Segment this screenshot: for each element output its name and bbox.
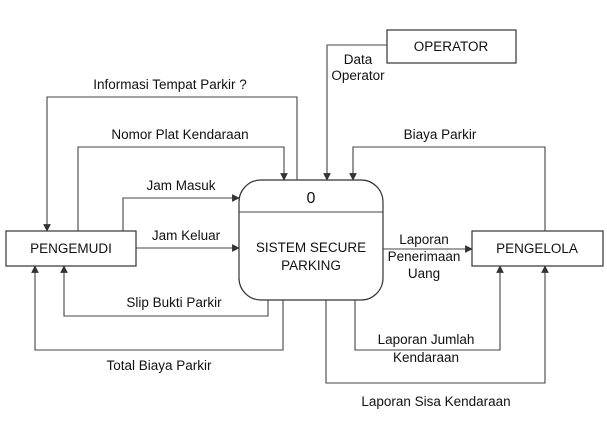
process-number: 0 xyxy=(307,190,316,207)
flow-informasi-tempat-parkir xyxy=(43,96,298,232)
flow-laporan-penerimaan-label-line1: Laporan xyxy=(399,232,449,247)
process-sistem-secure-parking xyxy=(238,179,384,301)
flow-nomor-plat-kendaraan-label: Nomor Plat Kendaraan xyxy=(111,127,248,142)
flow-data-operator-label-line1: Data xyxy=(344,52,373,67)
pengelola-entity-box xyxy=(471,230,604,267)
operator-entity-box xyxy=(386,29,517,64)
flow-laporan-jumlah-kendaraan xyxy=(354,265,504,351)
flow-nomor-plat-kendaraan xyxy=(77,146,288,231)
flow-jam-masuk xyxy=(122,194,240,231)
flow-data-operator-label-line2: Operator xyxy=(331,68,385,83)
operator-label: OPERATOR xyxy=(414,39,489,54)
flow-slip-bukti-parkir xyxy=(60,265,269,317)
pengemudi-label: PENGEMUDI xyxy=(30,241,112,256)
flow-laporan-sisa-kendaraan-label: Laporan Sisa Kendaraan xyxy=(361,394,510,409)
pengelola-label: PENGELOLA xyxy=(496,241,578,256)
pengemudi-entity-box xyxy=(5,230,137,267)
flow-slip-bukti-parkir-label: Slip Bukti Parkir xyxy=(126,295,222,310)
flow-jam-masuk-label: Jam Masuk xyxy=(146,178,215,193)
process-name-line1: SISTEM SECURE xyxy=(256,240,366,255)
flow-data-operator xyxy=(323,44,387,181)
flow-biaya-parkir-label: Biaya Parkir xyxy=(404,127,477,142)
flow-laporan-penerimaan-label-line3: Uang xyxy=(408,266,440,281)
flow-laporan-jumlah-label-line1: Laporan Jumlah xyxy=(378,332,475,347)
flow-jam-keluar-label: Jam Keluar xyxy=(152,228,221,243)
flow-biaya-parkir xyxy=(349,146,546,231)
flow-laporan-jumlah-label-line2: Kendaraan xyxy=(393,350,459,365)
flow-laporan-penerimaan-label-line2: Penerimaan xyxy=(388,249,461,264)
process-name-line2: PARKING xyxy=(281,258,341,273)
flow-total-biaya-parkir xyxy=(31,265,284,351)
flow-total-biaya-parkir-label: Total Biaya Parkir xyxy=(106,358,212,373)
flow-informasi-tempat-parkir-label: Informasi Tempat Parkir ? xyxy=(93,77,247,92)
flow-laporan-sisa-kendaraan xyxy=(325,265,549,384)
